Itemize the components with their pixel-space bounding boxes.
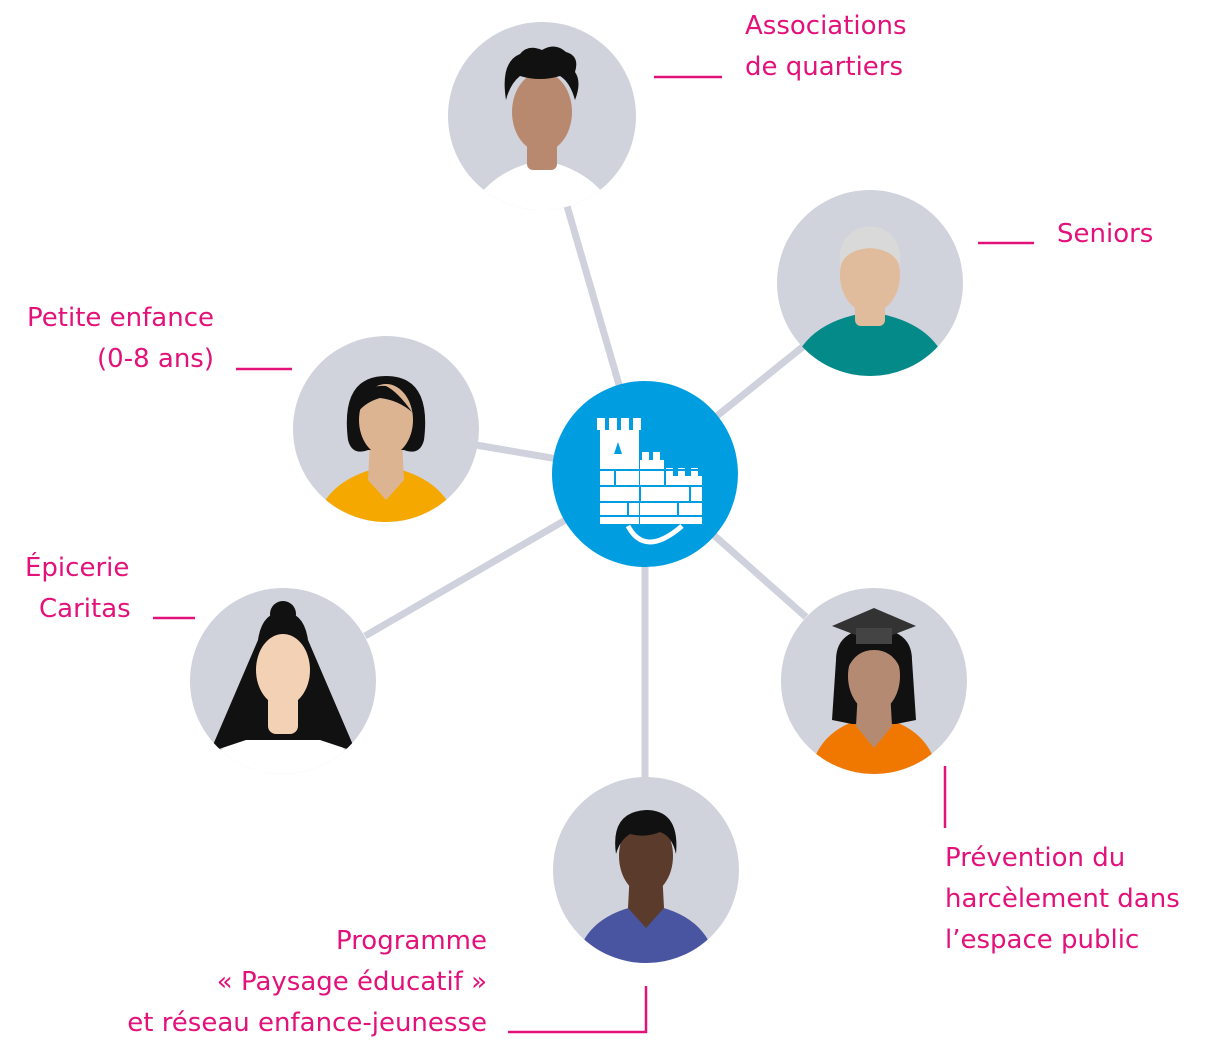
label-petite-enfance: Petite enfance (0-8 ans) bbox=[27, 298, 214, 380]
label-line: harcèlement dans bbox=[945, 884, 1180, 914]
label-line: et réseau enfance-jeunesse bbox=[127, 1008, 487, 1038]
label-line: Petite enfance bbox=[27, 303, 214, 333]
label-seniors: Seniors bbox=[1057, 214, 1153, 255]
avatar-associations bbox=[448, 22, 636, 210]
label-associations: Associations de quartiers bbox=[745, 6, 907, 88]
label-line: « Paysage éducatif » bbox=[216, 967, 487, 997]
label-line: Seniors bbox=[1057, 219, 1154, 249]
label-line: (0-8 ans) bbox=[97, 344, 214, 374]
label-line: Caritas bbox=[39, 594, 131, 624]
castle-tower-icon bbox=[597, 418, 702, 545]
label-line: l’espace public bbox=[945, 925, 1140, 955]
label-line: Épicerie bbox=[25, 553, 130, 583]
label-line: Associations bbox=[745, 11, 907, 41]
avatar-epicerie bbox=[190, 588, 376, 774]
leader-lines bbox=[153, 75, 1034, 1034]
label-line: de quartiers bbox=[745, 52, 904, 82]
leader-programme bbox=[508, 986, 648, 1034]
avatar-prevention bbox=[781, 588, 967, 774]
label-prevention: Prévention du harcèlement dans l’espace … bbox=[945, 838, 1180, 961]
label-line: Prévention du bbox=[945, 843, 1126, 873]
avatar-programme bbox=[553, 777, 739, 963]
label-line: Programme bbox=[335, 926, 487, 956]
avatar-seniors bbox=[777, 190, 963, 376]
avatar-petite-enfance bbox=[293, 336, 479, 522]
label-programme: Programme « Paysage éducatif » et réseau… bbox=[127, 921, 487, 1044]
hub bbox=[552, 381, 738, 567]
label-epicerie: Épicerie Caritas bbox=[25, 548, 131, 630]
